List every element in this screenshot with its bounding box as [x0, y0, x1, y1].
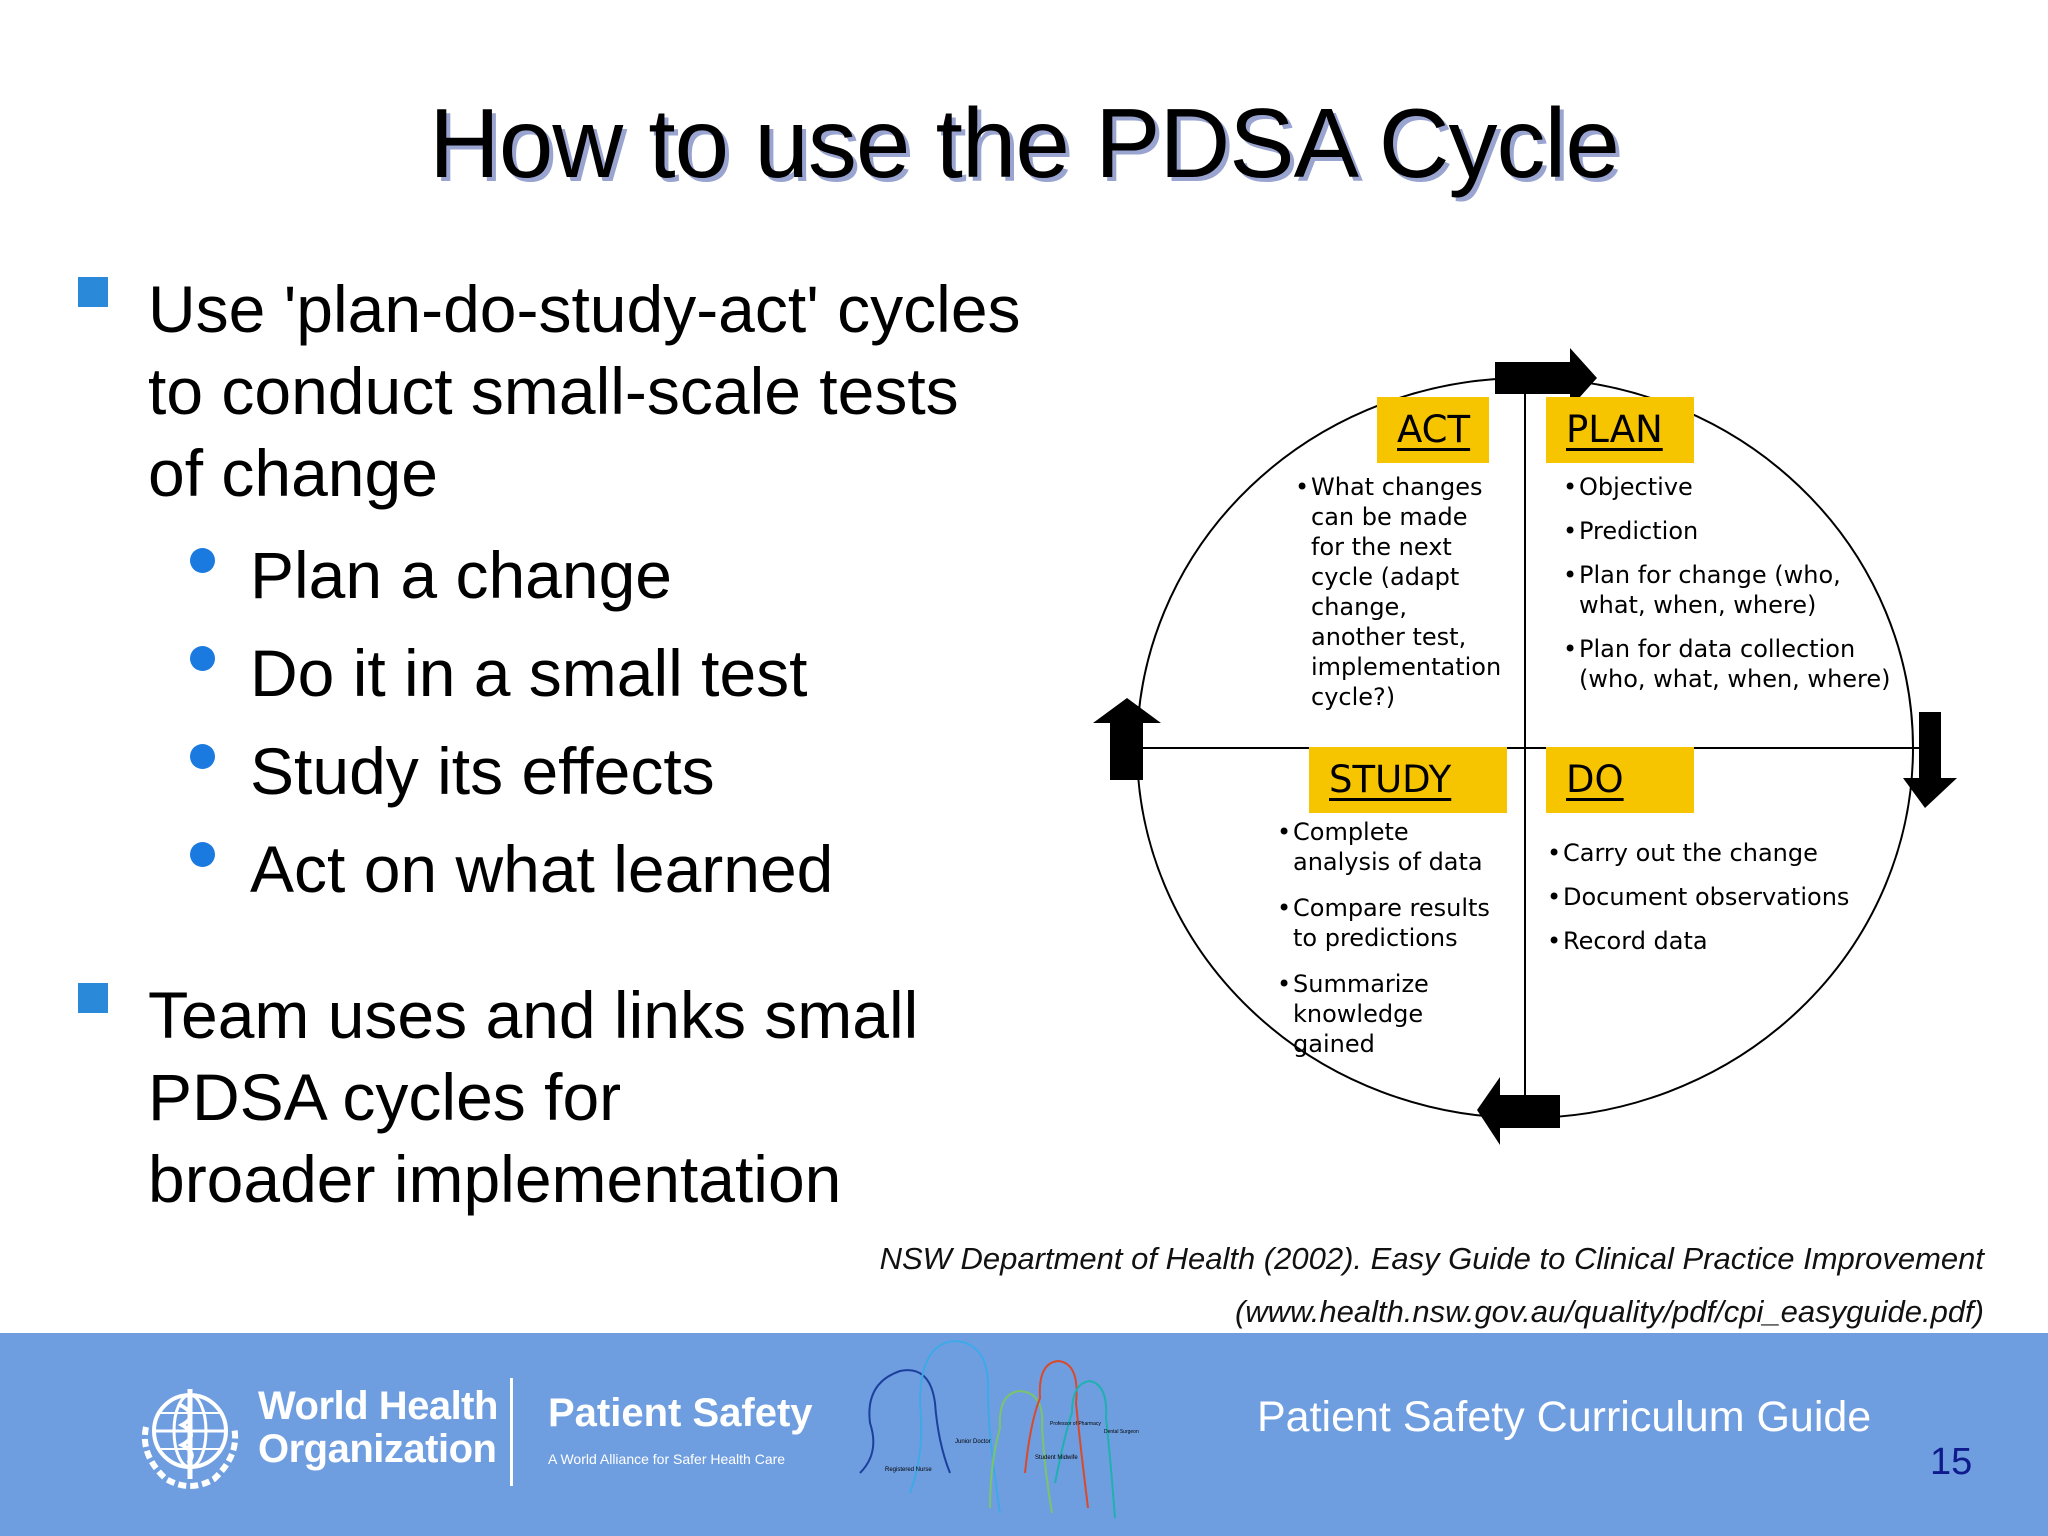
citation-url: (www.health.nsw.gov.au/quality/pdf/cpi_e…	[1234, 1294, 1984, 1329]
sub-bullet-item: Plan a change	[190, 526, 1078, 624]
sub-bullet-list: Plan a change Do it in a small test Stud…	[190, 526, 1078, 918]
act-label: ACT	[1377, 397, 1489, 463]
sub-bullet-item: Do it in a small test	[190, 624, 1078, 722]
citation-line: NSW Department of Health (2002). Easy Gu…	[879, 1241, 1984, 1276]
study-text: Complete analysis of data Compare result…	[1277, 817, 1505, 1059]
round-bullet-icon	[190, 744, 215, 769]
curriculum-guide-label: Patient Safety Curriculum Guide	[1257, 1393, 1872, 1441]
do-text: Carry out the change Document observatio…	[1547, 838, 1887, 956]
who-emblem-icon	[142, 1389, 238, 1489]
arrow-down-icon	[1903, 712, 1957, 808]
sub-bullet-item: Act on what learned	[190, 820, 1078, 918]
study-label: STUDY	[1309, 747, 1507, 813]
patient-safety-subtitle: A World Alliance for Safer Health Care	[548, 1451, 786, 1467]
study-item: Compare results to predictions	[1277, 893, 1505, 953]
round-bullet-icon	[190, 842, 215, 867]
round-bullet-icon	[190, 548, 215, 573]
pdsa-circle	[1093, 348, 1957, 1145]
health-workers-illustration: Registered Nurse Junior Doctor Student M…	[859, 1339, 1139, 1519]
bullet-item: Team uses and links small PDSA cycles fo…	[78, 974, 1078, 1220]
bullet-list: Use 'plan-do-study-act' cycles to conduc…	[78, 268, 1078, 1220]
act-item: What changes can be made for the next cy…	[1295, 472, 1505, 712]
svg-text:Junior Doctor: Junior Doctor	[955, 1439, 991, 1445]
act-text: What changes can be made for the next cy…	[1295, 472, 1505, 712]
svg-text:Professor of Pharmacy: Professor of Pharmacy	[1050, 1421, 1101, 1427]
plan-item: Plan for data collection (who, what, whe…	[1563, 634, 1903, 694]
svg-text:Dental Surgeon: Dental Surgeon	[1104, 1429, 1139, 1435]
do-item: Record data	[1547, 926, 1887, 956]
sub-bullet-item: Study its effects	[190, 722, 1078, 820]
study-item: Summarize knowledge gained	[1277, 969, 1505, 1059]
slide-title: How to use the PDSA Cycle	[429, 88, 1620, 198]
plan-label: PLAN	[1546, 397, 1694, 463]
sub-bullet-text: Study its effects	[250, 734, 715, 808]
round-bullet-icon	[190, 646, 215, 671]
citation: NSW Department of Health (2002). Easy Gu…	[880, 1232, 1984, 1338]
svg-text:Registered Nurse: Registered Nurse	[885, 1467, 932, 1473]
arrow-up-icon	[1093, 698, 1161, 780]
square-bullet-icon	[78, 277, 108, 307]
plan-item: Prediction	[1563, 516, 1903, 546]
plan-item: Plan for change (who, what, when, where)	[1563, 560, 1903, 620]
plan-item: Objective	[1563, 472, 1903, 502]
plan-text: Objective Prediction Plan for change (wh…	[1563, 472, 1903, 694]
arrow-right-icon	[1495, 348, 1597, 408]
pdsa-cycle-diagram: ACT PLAN STUDY DO What changes can be ma…	[1085, 340, 1965, 1160]
sub-bullet-text: Do it in a small test	[250, 636, 808, 710]
patient-safety-title: Patient Safety	[548, 1391, 813, 1435]
footer-divider	[510, 1378, 513, 1486]
arrow-left-icon	[1477, 1077, 1560, 1145]
sub-bullet-text: Plan a change	[250, 538, 673, 612]
do-label: DO	[1546, 747, 1694, 813]
who-name: World Health Organization	[258, 1384, 498, 1471]
do-item: Carry out the change	[1547, 838, 1887, 868]
do-item: Document observations	[1547, 882, 1887, 912]
sub-bullet-text: Act on what learned	[250, 832, 834, 906]
footer-bar: World Health Organization Patient Safety…	[0, 1333, 2048, 1536]
page-number: 15	[1930, 1441, 1973, 1483]
bullet-text: Team uses and links small PDSA cycles fo…	[148, 978, 919, 1216]
bullet-item: Use 'plan-do-study-act' cycles to conduc…	[78, 268, 1078, 514]
square-bullet-icon	[78, 983, 108, 1013]
bullet-text: Use 'plan-do-study-act' cycles to conduc…	[148, 272, 1021, 510]
study-item: Complete analysis of data	[1277, 817, 1505, 877]
svg-text:Student Midwife: Student Midwife	[1035, 1455, 1078, 1461]
